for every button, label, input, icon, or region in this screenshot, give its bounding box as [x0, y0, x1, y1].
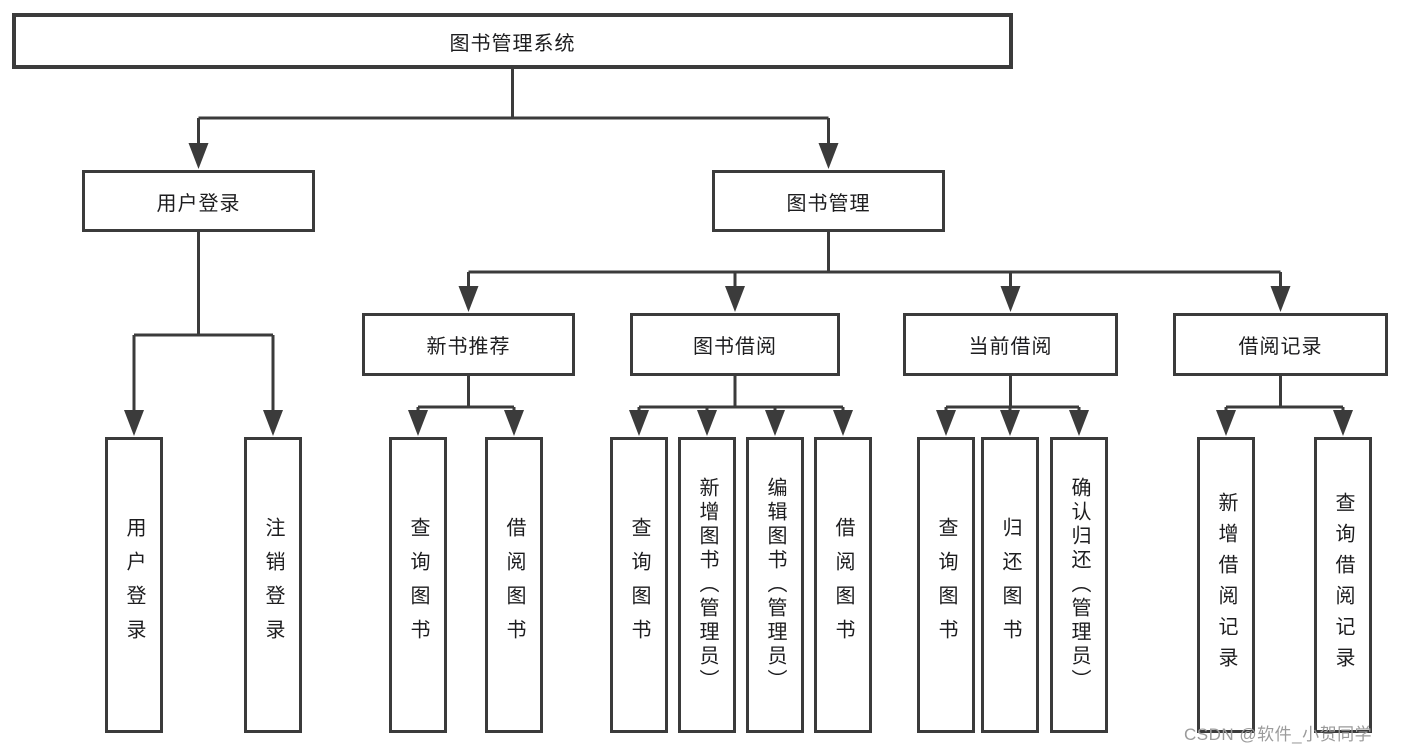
- leaf-borrow-book-2: 借阅图书: [814, 437, 872, 733]
- leaf-query-book-3-label: 查询图书: [935, 517, 957, 653]
- node-borrow-records: 借阅记录: [1173, 313, 1388, 376]
- leaf-borrow-book-2-label: 借阅图书: [832, 517, 854, 653]
- leaf-borrow-book-1: 借阅图书: [485, 437, 543, 733]
- connector-book-mgmt-to-sections: [458, 232, 1291, 312]
- leaf-query-borrow-record: 查询借阅记录: [1314, 437, 1372, 733]
- leaf-edit-book-admin-label: 编辑图书（管理员）: [764, 477, 786, 693]
- node-book-mgmt: 图书管理: [712, 170, 945, 232]
- leaf-add-borrow-record-label: 新增借阅记录: [1215, 492, 1237, 678]
- leaf-return-book-label: 归还图书: [999, 517, 1021, 653]
- leaf-query-book-1-label: 查询图书: [407, 517, 429, 653]
- connector-user-login-children: [124, 232, 283, 436]
- leaf-add-borrow-record: 新增借阅记录: [1197, 437, 1255, 733]
- leaf-query-book-1: 查询图书: [389, 437, 447, 733]
- connector-current-borrow-children: [936, 376, 1089, 436]
- leaf-logout-label: 注销登录: [262, 517, 284, 653]
- csdn-watermark: CSDN @软件_小贺同学: [1184, 725, 1373, 744]
- connector-book-borrow-children: [629, 376, 853, 436]
- node-new-book-recommend: 新书推荐: [362, 313, 575, 376]
- leaf-borrow-book-1-label: 借阅图书: [503, 517, 525, 653]
- connector-new-book-children: [408, 376, 524, 436]
- leaf-logout: 注销登录: [244, 437, 302, 733]
- leaf-query-borrow-record-label: 查询借阅记录: [1332, 492, 1354, 678]
- leaf-add-book-admin: 新增图书（管理员）: [678, 437, 736, 733]
- leaf-confirm-return-admin: 确认归还（管理员）: [1050, 437, 1108, 733]
- connector-borrow-records-children: [1216, 376, 1353, 436]
- node-book-borrow: 图书借阅: [630, 313, 840, 376]
- leaf-edit-book-admin: 编辑图书（管理员）: [746, 437, 804, 733]
- leaf-query-book-2-label: 查询图书: [628, 517, 650, 653]
- node-root: 图书管理系统: [12, 13, 1013, 69]
- node-current-borrow: 当前借阅: [903, 313, 1118, 376]
- leaf-add-book-admin-label: 新增图书（管理员）: [696, 477, 718, 693]
- leaf-user-login-label: 用户登录: [123, 517, 145, 653]
- leaf-query-book-3: 查询图书: [917, 437, 975, 733]
- connector-root-to-level2: [188, 69, 839, 169]
- leaf-query-book-2: 查询图书: [610, 437, 668, 733]
- leaf-user-login: 用户登录: [105, 437, 163, 733]
- node-user-login: 用户登录: [82, 170, 315, 232]
- leaf-return-book: 归还图书: [981, 437, 1039, 733]
- leaf-confirm-return-admin-label: 确认归还（管理员）: [1068, 477, 1090, 693]
